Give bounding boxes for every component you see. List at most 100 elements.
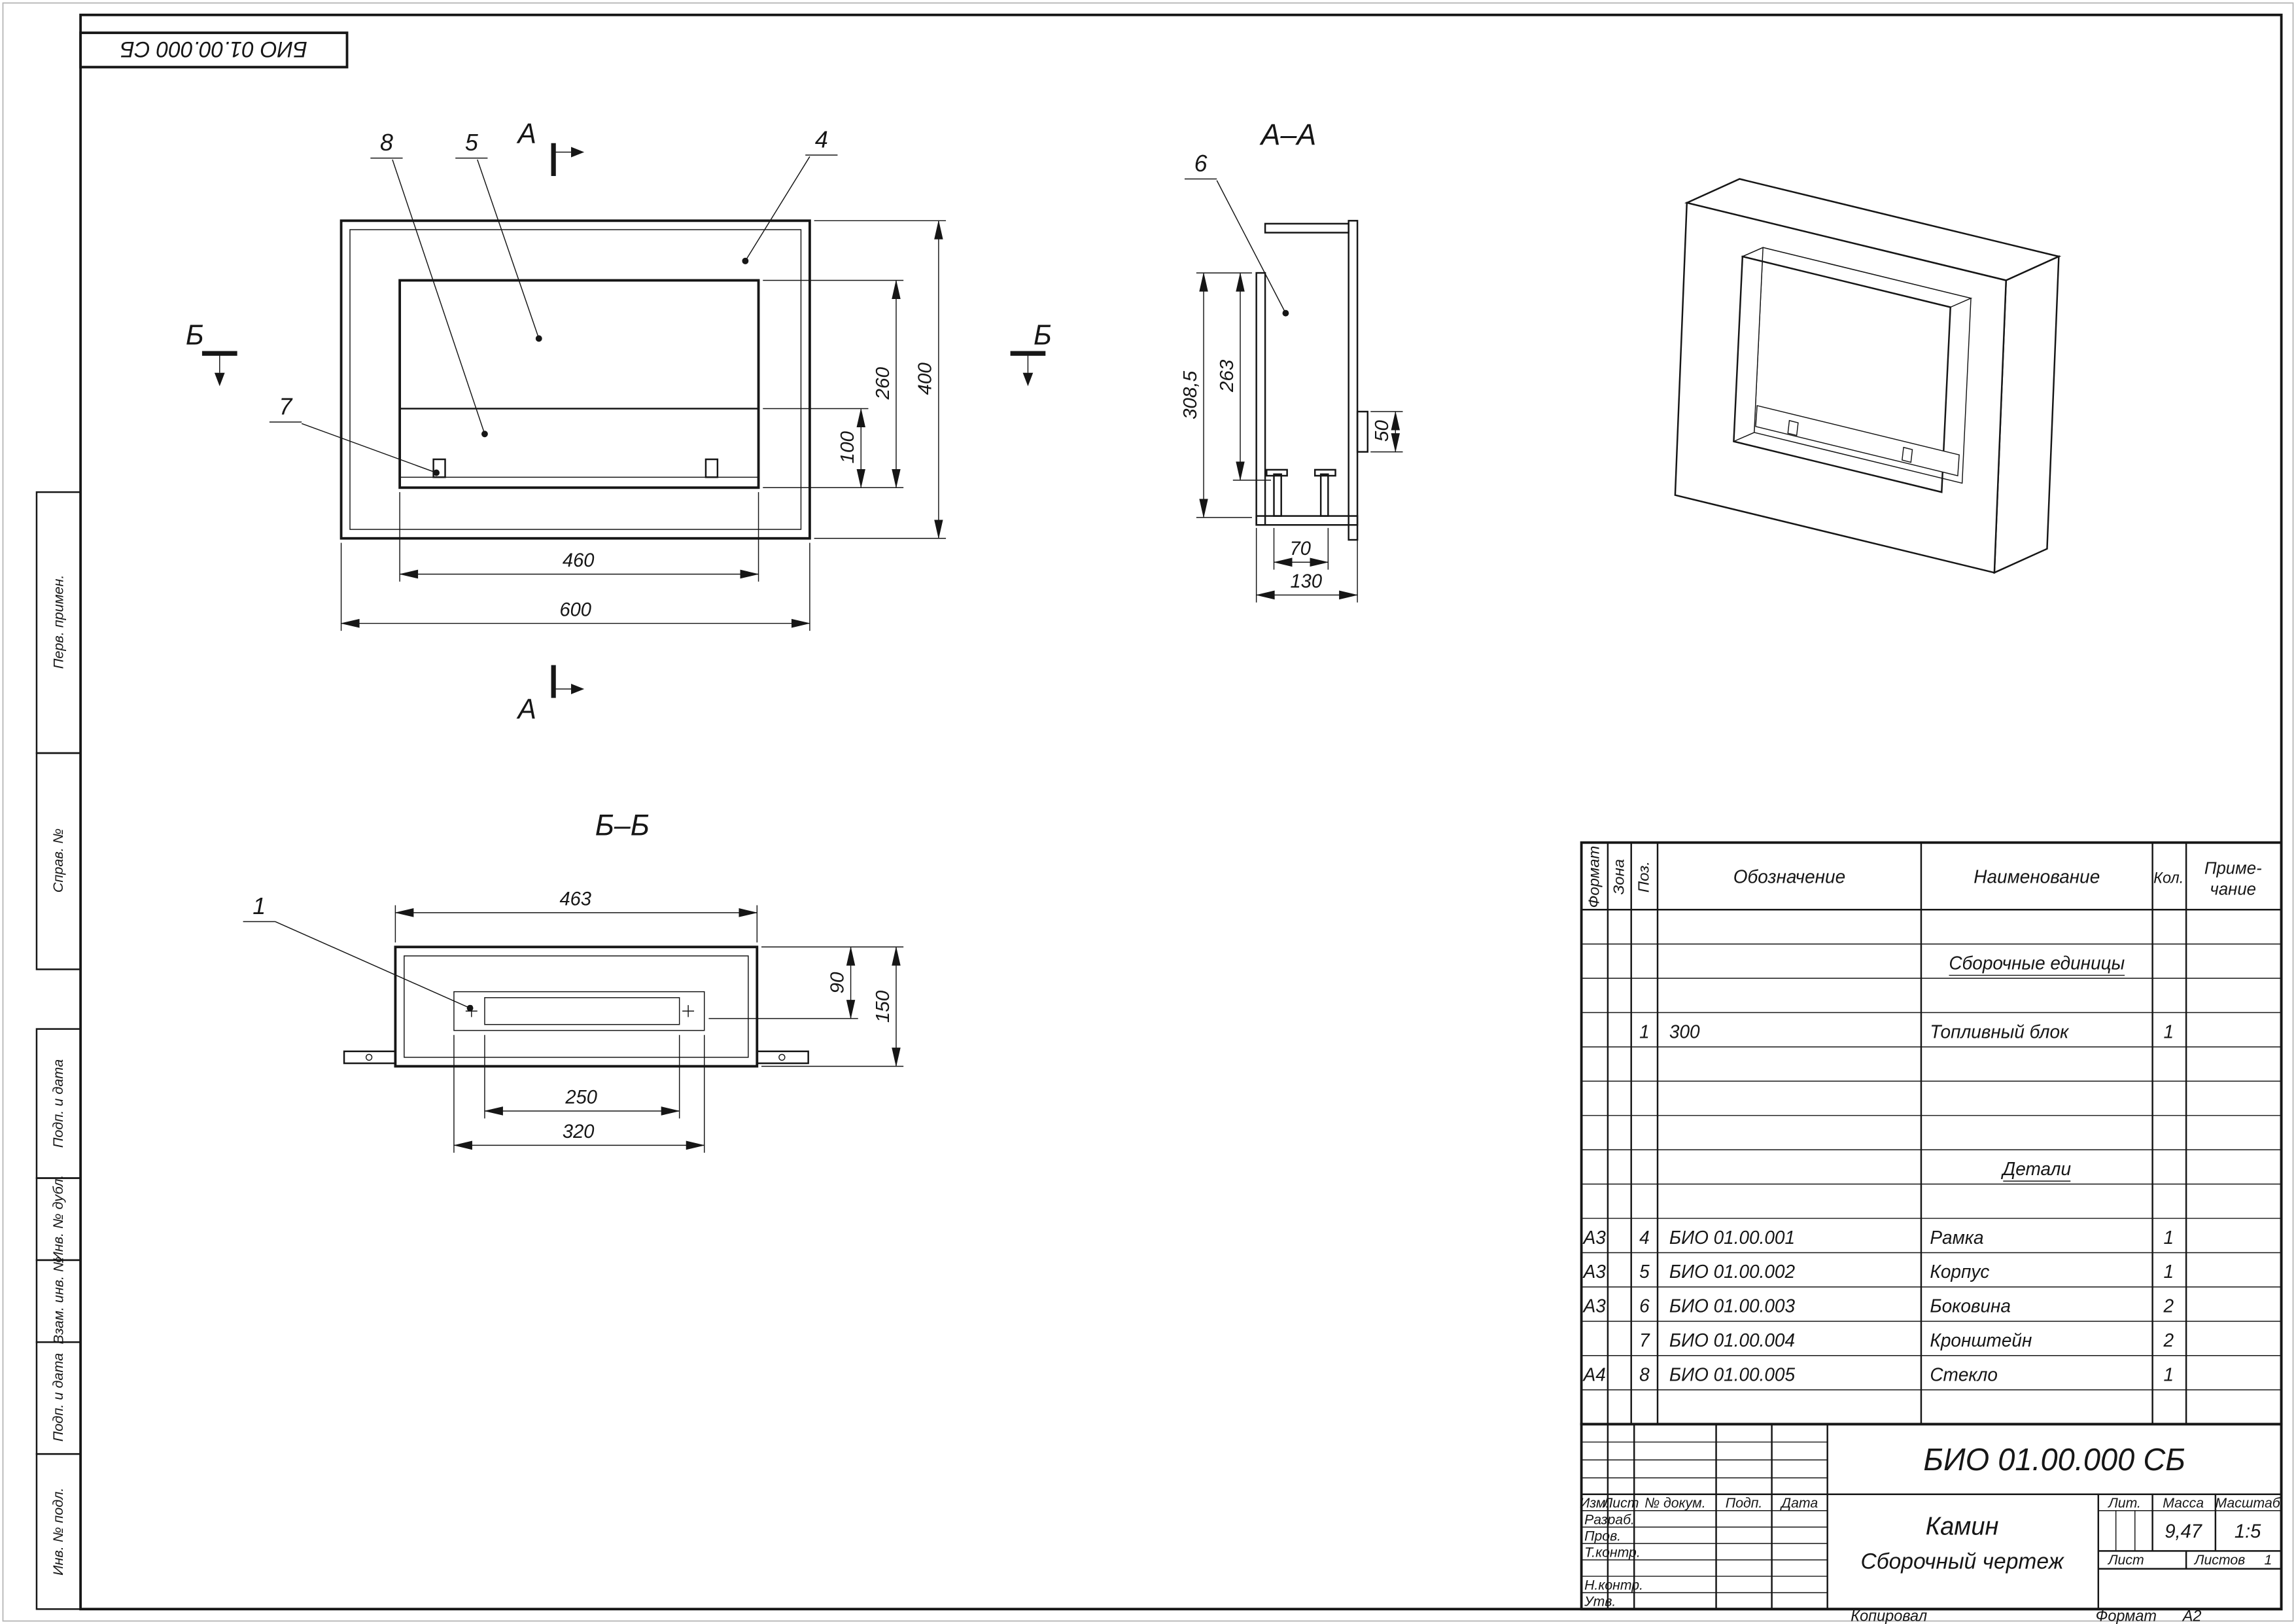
- spec-header-qty: Кол.: [2153, 870, 2183, 887]
- fireplace-frame-outline: [339, 219, 811, 540]
- dim-308-5: 308,5: [1179, 370, 1201, 419]
- stamp-code: БИО 01.00.000 СБ: [120, 37, 307, 62]
- spec-cell-pos: 5: [1639, 1261, 1650, 1282]
- iso-opening: [1733, 255, 1951, 493]
- callout-7: 7: [279, 393, 294, 419]
- spec-header-name: Наименование: [1974, 866, 2100, 887]
- spec-cell-qty: 2: [2163, 1330, 2174, 1350]
- margin-label-vzam-inv: Взам. инв. №: [50, 1257, 66, 1345]
- title-block: БИО 01.00.000 СБ Камин Сборочный чертеж …: [1580, 1422, 2283, 1611]
- dim-90: 90: [827, 972, 848, 994]
- title-sheet-label: Лист: [2107, 1552, 2144, 1568]
- dim-400: 400: [914, 362, 936, 395]
- dim-150: 150: [872, 990, 894, 1023]
- title-product-name: Камин: [1926, 1512, 1999, 1540]
- margin-boxes: Перв. примен. Справ. № Подп. и дата Инв.…: [35, 491, 82, 1610]
- spec-cell-format: А3: [1582, 1261, 1606, 1282]
- spec-header-designation: Обозначение: [1733, 866, 1845, 887]
- dim-460: 460: [563, 550, 595, 571]
- section-bb-view: Б–Б 463 90 150 250 320: [243, 808, 904, 1153]
- section-bb-dimensions: 463 90 150 250 320: [394, 888, 904, 1153]
- spec-cell-designation: БИО 01.00.003: [1669, 1295, 1795, 1316]
- format-value: А2: [2182, 1608, 2202, 1624]
- spec-header-format: Формат: [1586, 846, 1603, 908]
- top-plate-cut: [1264, 222, 1349, 234]
- section-mark-b: Б Б: [186, 319, 1052, 387]
- title-role-tkontr: Т.контр.: [1584, 1544, 1641, 1560]
- spec-row: А3 6 БИО 01.00.003 Боковина 2: [1582, 1295, 2174, 1316]
- dim-320: 320: [563, 1121, 595, 1142]
- title-col-data: Дата: [1780, 1495, 1818, 1511]
- spec-cell-name: Топливный блок: [1930, 1021, 2070, 1042]
- spec-cell-qty: 2: [2163, 1295, 2174, 1316]
- fuel-block-cut: [484, 997, 680, 1025]
- stamp-box: [79, 31, 349, 69]
- title-mass-label: Масса: [2163, 1495, 2204, 1511]
- bottom-plate-cut: [1255, 515, 1359, 526]
- spec-cell-qty: 1: [2163, 1021, 2174, 1042]
- dim-260: 260: [872, 366, 894, 400]
- title-col-podp: Подп.: [1726, 1495, 1763, 1511]
- fuel-block-housing: [453, 991, 705, 1031]
- front-view: 460 600 100 260 400 А А Б Б: [186, 118, 1052, 725]
- burner-wall-right: [1319, 473, 1329, 517]
- title-role-nkontr: Н.контр.: [1584, 1577, 1643, 1593]
- spec-row: А4 8 БИО 01.00.005 Стекло 1: [1582, 1364, 2174, 1385]
- dim-50: 50: [1371, 420, 1393, 442]
- section-letter-b-left: Б: [186, 319, 204, 351]
- spec-row: А3 5 БИО 01.00.002 Корпус 1: [1582, 1261, 2174, 1282]
- spec-cell-designation: БИО 01.00.002: [1669, 1261, 1795, 1282]
- back-panel-cut: [1348, 220, 1359, 541]
- spec-cell-pos: 6: [1639, 1295, 1650, 1316]
- callout-6: 6: [1194, 150, 1208, 177]
- spec-header-note-1: Приме-: [2204, 858, 2262, 877]
- section-letter-a-top: А: [516, 118, 536, 149]
- dim-250: 250: [565, 1086, 597, 1108]
- section-aa-view: А–А 308,5 263 50 70 130: [1179, 118, 1403, 603]
- spec-cell-designation: БИО 01.00.001: [1669, 1227, 1795, 1248]
- title-role-utv: Утв.: [1584, 1593, 1616, 1609]
- margin-label-perv-primen: Перв. примен.: [50, 575, 66, 669]
- spec-cell-qty: 1: [2163, 1364, 2174, 1385]
- spec-cell-designation: БИО 01.00.005: [1669, 1364, 1795, 1385]
- spec-row: А3 4 БИО 01.00.001 Рамка 1: [1582, 1227, 2174, 1248]
- spec-row: 7 БИО 01.00.004 Кронштейн 2: [1639, 1330, 2174, 1350]
- dim-600: 600: [559, 599, 591, 620]
- spec-cell-name: Кронштейн: [1930, 1330, 2032, 1350]
- copied-label: Копировал: [1851, 1608, 1927, 1624]
- spec-header-note-2: чание: [2210, 879, 2256, 898]
- title-mass-value: 9,47: [2165, 1521, 2202, 1542]
- callout-8: 8: [380, 129, 393, 156]
- title-role-razrab: Разраб.: [1584, 1511, 1635, 1527]
- title-sheets-label: Листов: [2193, 1552, 2245, 1568]
- spec-cell-name: Корпус: [1930, 1261, 1989, 1282]
- dim-263: 263: [1216, 359, 1238, 393]
- mount-flange-left: [343, 1050, 396, 1065]
- title-doc-type: Сборочный чертеж: [1861, 1549, 2065, 1574]
- section-bb-label: Б–Б: [595, 808, 650, 841]
- spec-cell-name: Боковина: [1930, 1295, 2011, 1316]
- bottom-margin: Копировал Формат А2: [1851, 1608, 2201, 1624]
- section-mark-a: А А: [516, 118, 585, 726]
- spec-header-pos: Поз.: [1636, 861, 1653, 892]
- front-callouts: 8 5 4 7: [269, 126, 838, 476]
- burner-wall-left: [1273, 473, 1282, 517]
- title-col-list: Лист: [1602, 1495, 1639, 1511]
- spec-cell-format: А3: [1582, 1227, 1606, 1248]
- front-dimensions: 460 600 100 260 400: [340, 220, 947, 631]
- format-label: Формат: [2096, 1608, 2157, 1624]
- margin-label-sprav-no: Справ. №: [50, 828, 66, 892]
- dim-130: 130: [1290, 571, 1322, 592]
- section-letter-b-right: Б: [1034, 319, 1052, 351]
- spec-cell-qty: 1: [2163, 1261, 2174, 1282]
- bracket-clip-right: [704, 458, 719, 478]
- bracket-cut: [1356, 410, 1369, 453]
- spec-cell-name: Стекло: [1930, 1364, 1998, 1385]
- spec-cell-pos: 8: [1639, 1364, 1650, 1385]
- title-lit-label: Лит.: [2107, 1495, 2141, 1511]
- sheet-frame: БИО 01.00.000 СБ Перв. примен. Справ. № …: [35, 13, 2283, 1611]
- bracket-clip-left: [432, 458, 446, 478]
- isometric-view: [1674, 178, 2062, 574]
